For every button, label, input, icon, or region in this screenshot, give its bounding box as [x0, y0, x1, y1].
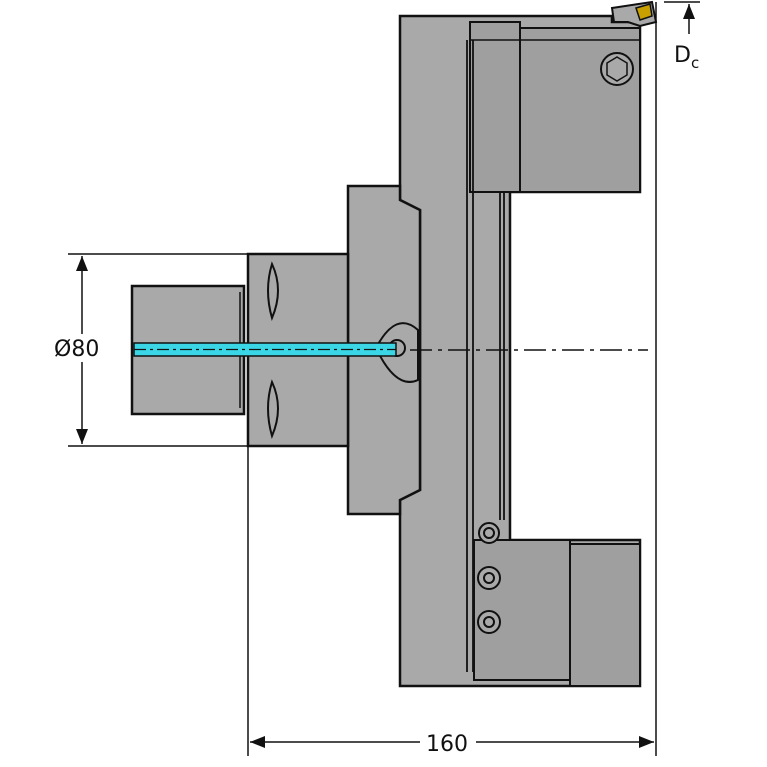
length-label-bg [420, 728, 476, 756]
cutting-insert [610, 0, 658, 28]
diameter-label: Ø80 [54, 337, 99, 362]
cutting-diameter-dimension [664, 1, 700, 34]
lower-block-screws [477, 522, 501, 634]
diameter-label-bg [50, 334, 110, 362]
cutting-diameter-label: Dc [674, 43, 699, 72]
coolant-channel [133, 342, 397, 357]
hex-screw-upper [600, 52, 634, 86]
upper-slide-block [469, 21, 641, 193]
collar-slots [267, 261, 279, 439]
length-label: 160 [426, 732, 468, 757]
lower-slide-block [473, 539, 641, 687]
